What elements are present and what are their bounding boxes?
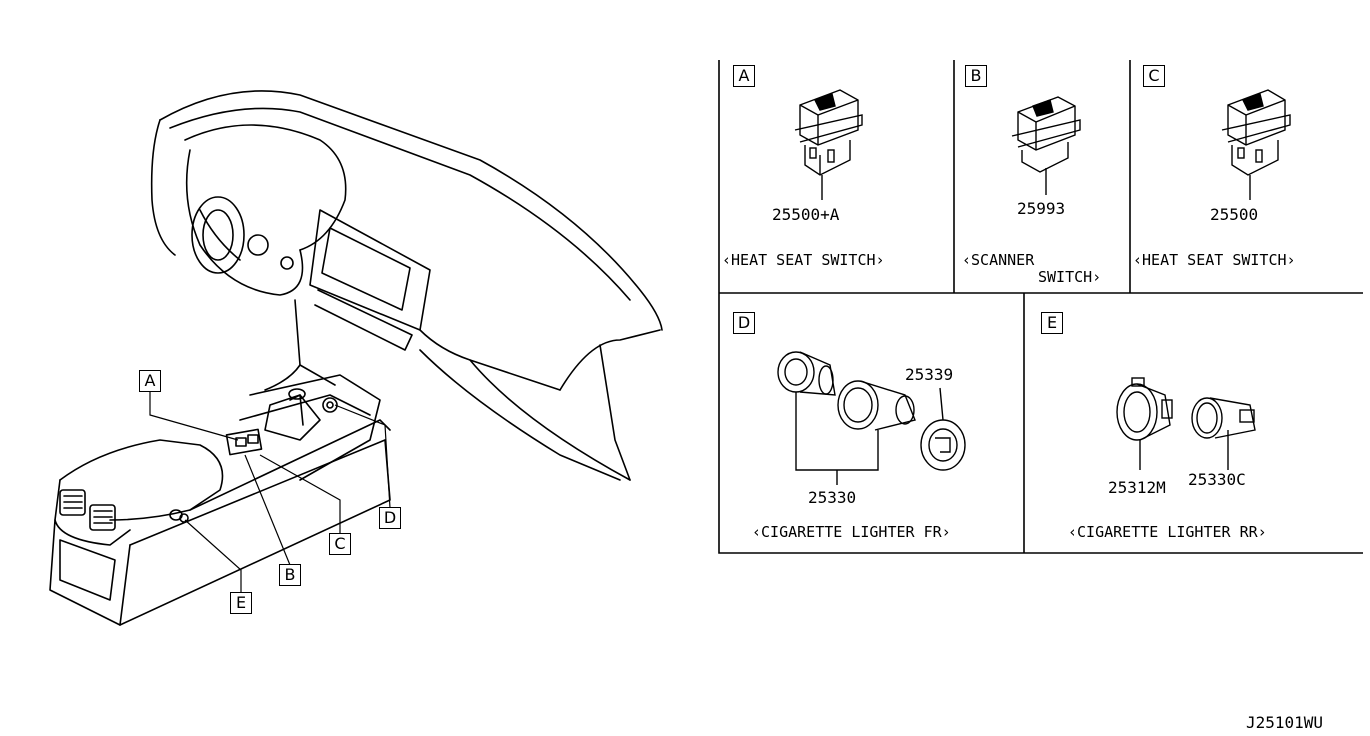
part-number-25312m[interactable]: 25312M — [1108, 478, 1166, 497]
part-number-25330c[interactable]: 25330C — [1188, 470, 1246, 489]
panel-a-caption: ‹HEAT SEAT SWITCH› — [722, 251, 885, 269]
panel-c-label: C — [1143, 65, 1165, 87]
panel-e-caption: ‹CIGARETTE LIGHTER RR› — [1068, 523, 1267, 541]
diagram-code: J25101WU — [1246, 713, 1324, 732]
callout-d[interactable]: D — [379, 507, 401, 529]
cigarette-lighter-fr-drawing — [777, 351, 966, 485]
scanner-switch-drawing — [1011, 96, 1081, 195]
panel-b-label: B — [965, 65, 987, 87]
part-number-25500a[interactable]: 25500+A — [772, 205, 840, 224]
callout-a[interactable]: A — [139, 370, 161, 392]
panel-b-caption-line1: ‹SCANNER — [962, 251, 1035, 269]
callout-e[interactable]: E — [230, 592, 252, 614]
panel-b-caption-line2: SWITCH› — [1038, 268, 1102, 286]
part-number-25500[interactable]: 25500 — [1210, 205, 1259, 224]
cigarette-lighter-rr-drawing — [1116, 377, 1256, 470]
panel-e-label: E — [1041, 312, 1063, 334]
part-number-25993[interactable]: 25993 — [1017, 199, 1066, 218]
callout-b[interactable]: B — [279, 564, 301, 586]
callout-c[interactable]: C — [329, 533, 351, 555]
panel-c-caption: ‹HEAT SEAT SWITCH› — [1133, 251, 1296, 269]
heat-seat-switch-a-drawing — [794, 89, 863, 200]
panel-d-label: D — [733, 312, 755, 334]
heat-seat-switch-c-drawing — [1221, 89, 1291, 200]
part-number-25330[interactable]: 25330 — [808, 488, 857, 507]
panel-a-label: A — [733, 65, 755, 87]
panel-d-caption: ‹CIGARETTE LIGHTER FR› — [752, 523, 951, 541]
part-number-25339[interactable]: 25339 — [905, 365, 954, 384]
